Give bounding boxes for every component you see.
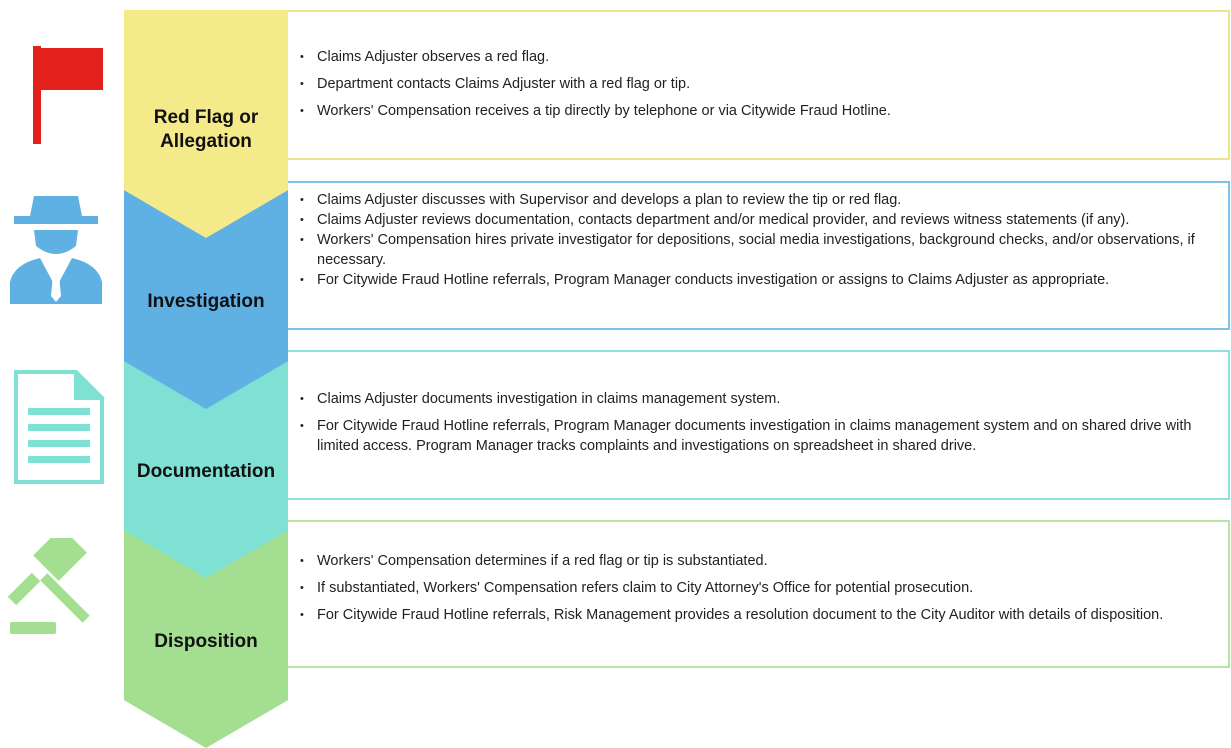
red-flag-bullets: Claims Adjuster observes a red flag. Dep… [287, 47, 1228, 121]
list-item: Claims Adjuster discusses with Superviso… [300, 190, 1228, 210]
list-item: Workers' Compensation hires private inve… [300, 230, 1228, 270]
red-flag-box: Claims Adjuster observes a red flag. Dep… [285, 10, 1230, 160]
red-flag-chevron [124, 10, 288, 238]
disposition-box: Workers' Compensation determines if a re… [285, 520, 1230, 668]
list-item: Department contacts Claims Adjuster with… [300, 74, 1228, 94]
list-item: For Citywide Fraud Hotline referrals, Ri… [300, 605, 1228, 625]
red-flag-label: Red Flag or Allegation [153, 107, 259, 152]
detective-icon [10, 196, 102, 304]
list-item: Workers' Compensation determines if a re… [300, 551, 1228, 571]
list-item: Claims Adjuster observes a red flag. [300, 47, 1228, 67]
list-item: Workers' Compensation receives a tip dir… [300, 101, 1228, 121]
disposition-bullets: Workers' Compensation determines if a re… [287, 551, 1228, 625]
list-item: Claims Adjuster reviews documentation, c… [300, 210, 1228, 230]
gavel-icon [8, 538, 90, 634]
document-icon [14, 370, 104, 484]
list-item: For Citywide Fraud Hotline referrals, Pr… [300, 270, 1228, 290]
documentation-box: Claims Adjuster documents investigation … [285, 350, 1230, 500]
list-item: If substantiated, Workers' Compensation … [300, 578, 1228, 598]
investigation-bullets: Claims Adjuster discusses with Superviso… [287, 190, 1228, 290]
red-flag-icon [33, 46, 103, 144]
list-item: For Citywide Fraud Hotline referrals, Pr… [300, 416, 1228, 456]
documentation-bullets: Claims Adjuster documents investigation … [287, 389, 1228, 456]
investigation-label: Investigation [147, 291, 265, 312]
documentation-label: Documentation [136, 461, 276, 482]
list-item: Claims Adjuster documents investigation … [300, 389, 1228, 409]
disposition-label: Disposition [154, 631, 258, 652]
investigation-box: Claims Adjuster discusses with Superviso… [285, 181, 1230, 330]
